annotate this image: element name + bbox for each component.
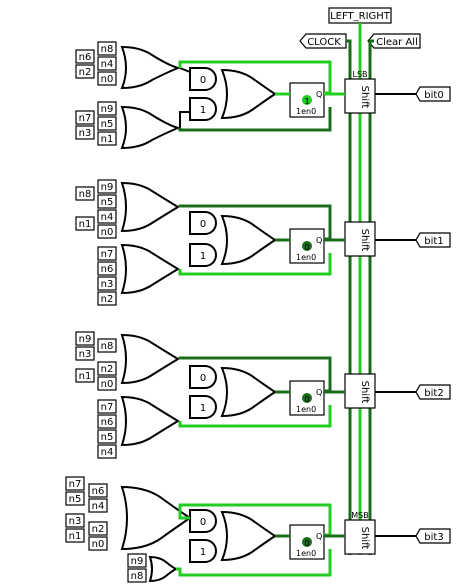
- svg-text:1: 1: [200, 403, 206, 414]
- svg-text:n1: n1: [101, 134, 114, 145]
- svg-text:n2: n2: [101, 294, 114, 305]
- svg-text:n7: n7: [101, 402, 114, 413]
- svg-text:Shift: Shift: [359, 527, 370, 550]
- stage-bit3: n6 n4 n2 n0 n7 n5 n3 n1 n9 n8 0 1 0 Q 1e…: [65, 476, 451, 583]
- shift-block[interactable]: [344, 373, 376, 409]
- svg-text:n5: n5: [101, 197, 114, 208]
- svg-text:n3: n3: [101, 279, 114, 290]
- output-bit1: bit1: [415, 232, 451, 248]
- svg-text:0: 0: [200, 219, 206, 230]
- svg-text:n0: n0: [101, 227, 114, 238]
- shift-block[interactable]: [344, 519, 376, 555]
- clock-label: CLOCK: [307, 37, 341, 48]
- svg-text:0: 0: [200, 517, 206, 528]
- svg-text:Shift: Shift: [359, 86, 370, 109]
- output-bit3: bit3: [415, 528, 451, 544]
- output-bit0: bit0: [415, 86, 451, 102]
- svg-text:n6: n6: [101, 264, 114, 275]
- svg-text:n8: n8: [79, 189, 92, 200]
- svg-text:bit1: bit1: [424, 236, 443, 247]
- svg-text:n9: n9: [101, 182, 114, 193]
- svg-text:1en0: 1en0: [296, 549, 316, 558]
- flip-flop[interactable]: [289, 524, 325, 560]
- svg-text:n6: n6: [79, 52, 92, 63]
- svg-text:n4: n4: [101, 447, 114, 458]
- svg-text:n0: n0: [101, 74, 114, 85]
- svg-text:1: 1: [200, 251, 206, 262]
- svg-text:n9: n9: [101, 104, 114, 115]
- svg-text:n0: n0: [92, 539, 105, 550]
- svg-text:n2: n2: [79, 67, 92, 78]
- svg-text:1en0: 1en0: [296, 107, 316, 116]
- svg-text:n9: n9: [131, 556, 144, 567]
- svg-text:Q: Q: [316, 90, 322, 99]
- svg-text:n4: n4: [101, 212, 114, 223]
- output-bit2: bit2: [415, 384, 451, 400]
- svg-text:n3: n3: [79, 128, 92, 139]
- stage-bit2: n8 n2 n0 n9 n3 n1 n7 n6 n5 n4 0 1 0 Q 1e…: [75, 331, 451, 459]
- svg-text:1: 1: [200, 105, 206, 116]
- stage-bit0: n8 n4 n0 n6 n2 n9 n5 n1 n7 n3 0 1 1 Q 1e…: [75, 41, 451, 150]
- svg-text:n7: n7: [69, 479, 82, 490]
- clear-all-label: Clear All: [376, 37, 418, 48]
- svg-text:0: 0: [200, 373, 206, 384]
- svg-text:n4: n4: [101, 59, 114, 70]
- svg-text:0: 0: [200, 75, 206, 86]
- svg-text:n7: n7: [79, 113, 92, 124]
- svg-text:0: 0: [304, 539, 309, 548]
- svg-text:0: 0: [304, 243, 309, 252]
- svg-text:Q: Q: [316, 388, 322, 397]
- svg-text:bit3: bit3: [424, 532, 443, 543]
- svg-text:n5: n5: [101, 432, 114, 443]
- svg-text:n8: n8: [101, 44, 114, 55]
- svg-text:n2: n2: [92, 524, 105, 535]
- svg-text:n8: n8: [131, 571, 144, 582]
- svg-text:Q: Q: [316, 532, 322, 541]
- svg-text:n2: n2: [101, 364, 114, 375]
- clear-all-pin[interactable]: Clear All: [367, 33, 421, 49]
- svg-text:MSB: MSB: [351, 511, 368, 520]
- svg-text:n3: n3: [69, 516, 82, 527]
- svg-text:Q: Q: [316, 236, 322, 245]
- clock-pin[interactable]: CLOCK: [299, 33, 347, 49]
- svg-text:1: 1: [200, 547, 206, 558]
- svg-text:n7: n7: [101, 249, 114, 260]
- svg-text:n1: n1: [79, 371, 92, 382]
- svg-text:n0: n0: [101, 379, 114, 390]
- svg-text:n6: n6: [101, 417, 114, 428]
- left-right-pin[interactable]: LEFT_RIGHT: [328, 7, 392, 24]
- svg-text:n1: n1: [69, 531, 82, 542]
- svg-text:1: 1: [304, 97, 309, 106]
- svg-text:bit0: bit0: [424, 90, 443, 101]
- left-right-label: LEFT_RIGHT: [330, 11, 391, 22]
- svg-text:bit2: bit2: [424, 388, 443, 399]
- shift-block[interactable]: [344, 78, 376, 114]
- or-gate: [120, 45, 182, 90]
- svg-text:n1: n1: [79, 219, 92, 230]
- flip-flop[interactable]: [289, 380, 325, 416]
- svg-text:n5: n5: [101, 119, 114, 130]
- svg-text:1en0: 1en0: [296, 253, 316, 262]
- svg-text:n6: n6: [92, 486, 105, 497]
- svg-text:n4: n4: [92, 501, 105, 512]
- svg-text:1en0: 1en0: [296, 405, 316, 414]
- svg-text:Shift: Shift: [359, 229, 370, 252]
- stage-bit1: n9 n5 n4 n0 n8 n1 n7 n6 n3 n2 0 1 0 Q 1e…: [75, 179, 451, 306]
- or-gate: [120, 105, 182, 150]
- svg-text:LSB: LSB: [352, 70, 367, 79]
- svg-text:n9: n9: [79, 334, 92, 345]
- svg-text:n8: n8: [101, 341, 114, 352]
- svg-text:0: 0: [304, 395, 309, 404]
- svg-text:n5: n5: [69, 494, 82, 505]
- svg-text:Shift: Shift: [359, 381, 370, 404]
- svg-text:n3: n3: [79, 349, 92, 360]
